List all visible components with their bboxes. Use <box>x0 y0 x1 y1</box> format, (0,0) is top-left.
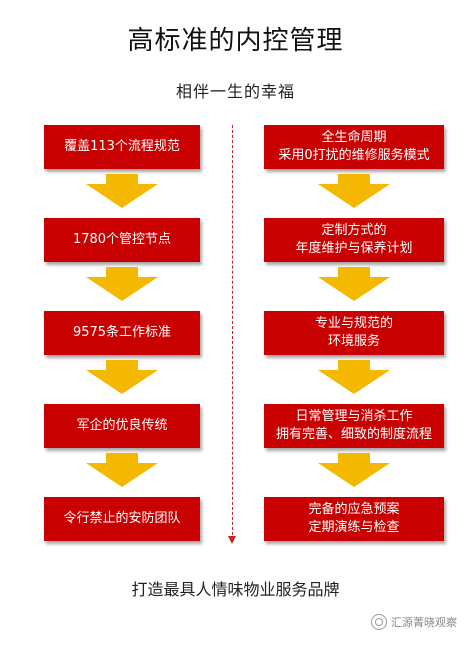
right-step-1: 全生命周期 采用0打扰的维修服务模式 <box>264 125 444 169</box>
right-step-2: 定制方式的 年度维护与保养计划 <box>264 218 444 262</box>
right-step-4: 日常管理与消杀工作 拥有完善、细致的制度流程 <box>264 404 444 448</box>
right-arrow-2 <box>318 267 390 301</box>
wechat-icon <box>371 614 387 630</box>
center-dashed-divider <box>232 125 233 540</box>
diagram-subtitle: 相伴一生的幸福 <box>175 82 295 101</box>
right-arrow-4 <box>318 453 390 487</box>
left-arrow-3 <box>86 360 158 394</box>
left-step-4: 军企的优良传统 <box>44 404 200 448</box>
watermark-text: 汇源菁晓观察 <box>391 616 457 629</box>
right-step-3: 专业与规范的 环境服务 <box>264 311 444 355</box>
left-step-3: 9575条工作标准 <box>44 311 200 355</box>
left-arrow-4 <box>86 453 158 487</box>
right-arrow-1 <box>318 174 390 208</box>
divider-arrow-head <box>228 536 236 544</box>
watermark: 汇源菁晓观察 <box>371 614 457 630</box>
diagram-title: 高标准的内控管理 <box>127 26 344 56</box>
left-step-1: 覆盖113个流程规范 <box>44 125 200 169</box>
right-arrow-3 <box>318 360 390 394</box>
diagram-footer: 打造最具人情味物业服务品牌 <box>131 580 340 599</box>
left-arrow-2 <box>86 267 158 301</box>
right-step-5: 完备的应急预案 定期演练与检查 <box>264 497 444 541</box>
left-step-2: 1780个管控节点 <box>44 218 200 262</box>
left-arrow-1 <box>86 174 158 208</box>
left-step-5: 令行禁止的安防团队 <box>44 497 200 541</box>
